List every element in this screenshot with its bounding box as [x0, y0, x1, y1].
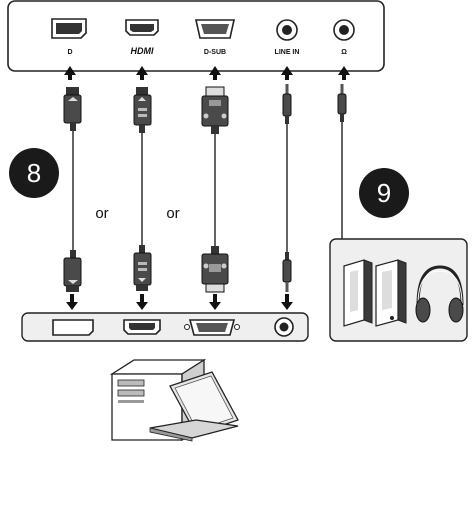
audio-cable — [282, 84, 292, 292]
headphone-jack — [333, 19, 355, 41]
line-in-label: LINE IN — [275, 49, 300, 56]
step-badge-8: 8 — [9, 148, 59, 198]
computer-hdmi-port — [123, 319, 161, 335]
dsub-port — [195, 19, 235, 39]
displayport-label: D — [67, 49, 72, 56]
step-badge-9: 9 — [359, 168, 409, 218]
displayport-cable — [63, 87, 82, 292]
laptop-icon — [149, 371, 239, 442]
monitor-port-panel: D HDMI D-SUB LINE IN Ω — [7, 0, 385, 72]
hdmi-label: HDMI — [131, 46, 154, 56]
line-in-jack — [276, 19, 298, 41]
headphones-icon — [415, 265, 464, 323]
dsub-cable — [201, 86, 229, 293]
arrows-into-computer — [66, 294, 293, 310]
step-9-number: 9 — [377, 178, 391, 208]
speaker-left-icon — [343, 259, 373, 327]
computer-displayport-port — [52, 319, 94, 336]
computer-port-panel — [21, 312, 309, 342]
dsub-label: D-SUB — [204, 49, 226, 56]
or-label-1: or — [95, 205, 108, 222]
hdmi-cable — [133, 87, 152, 291]
step-8-number: 8 — [27, 158, 41, 188]
speaker-right-icon — [375, 259, 407, 327]
arrows-into-monitor — [64, 66, 350, 80]
headphone-label: Ω — [341, 49, 347, 56]
headphone-cable — [337, 84, 347, 240]
computer-audio-jack — [274, 317, 294, 337]
audio-devices-panel — [329, 238, 468, 342]
hdmi-port — [125, 19, 159, 36]
computer-dsub-port — [184, 319, 240, 336]
or-label-2: or — [166, 205, 179, 222]
displayport-port — [51, 18, 87, 39]
